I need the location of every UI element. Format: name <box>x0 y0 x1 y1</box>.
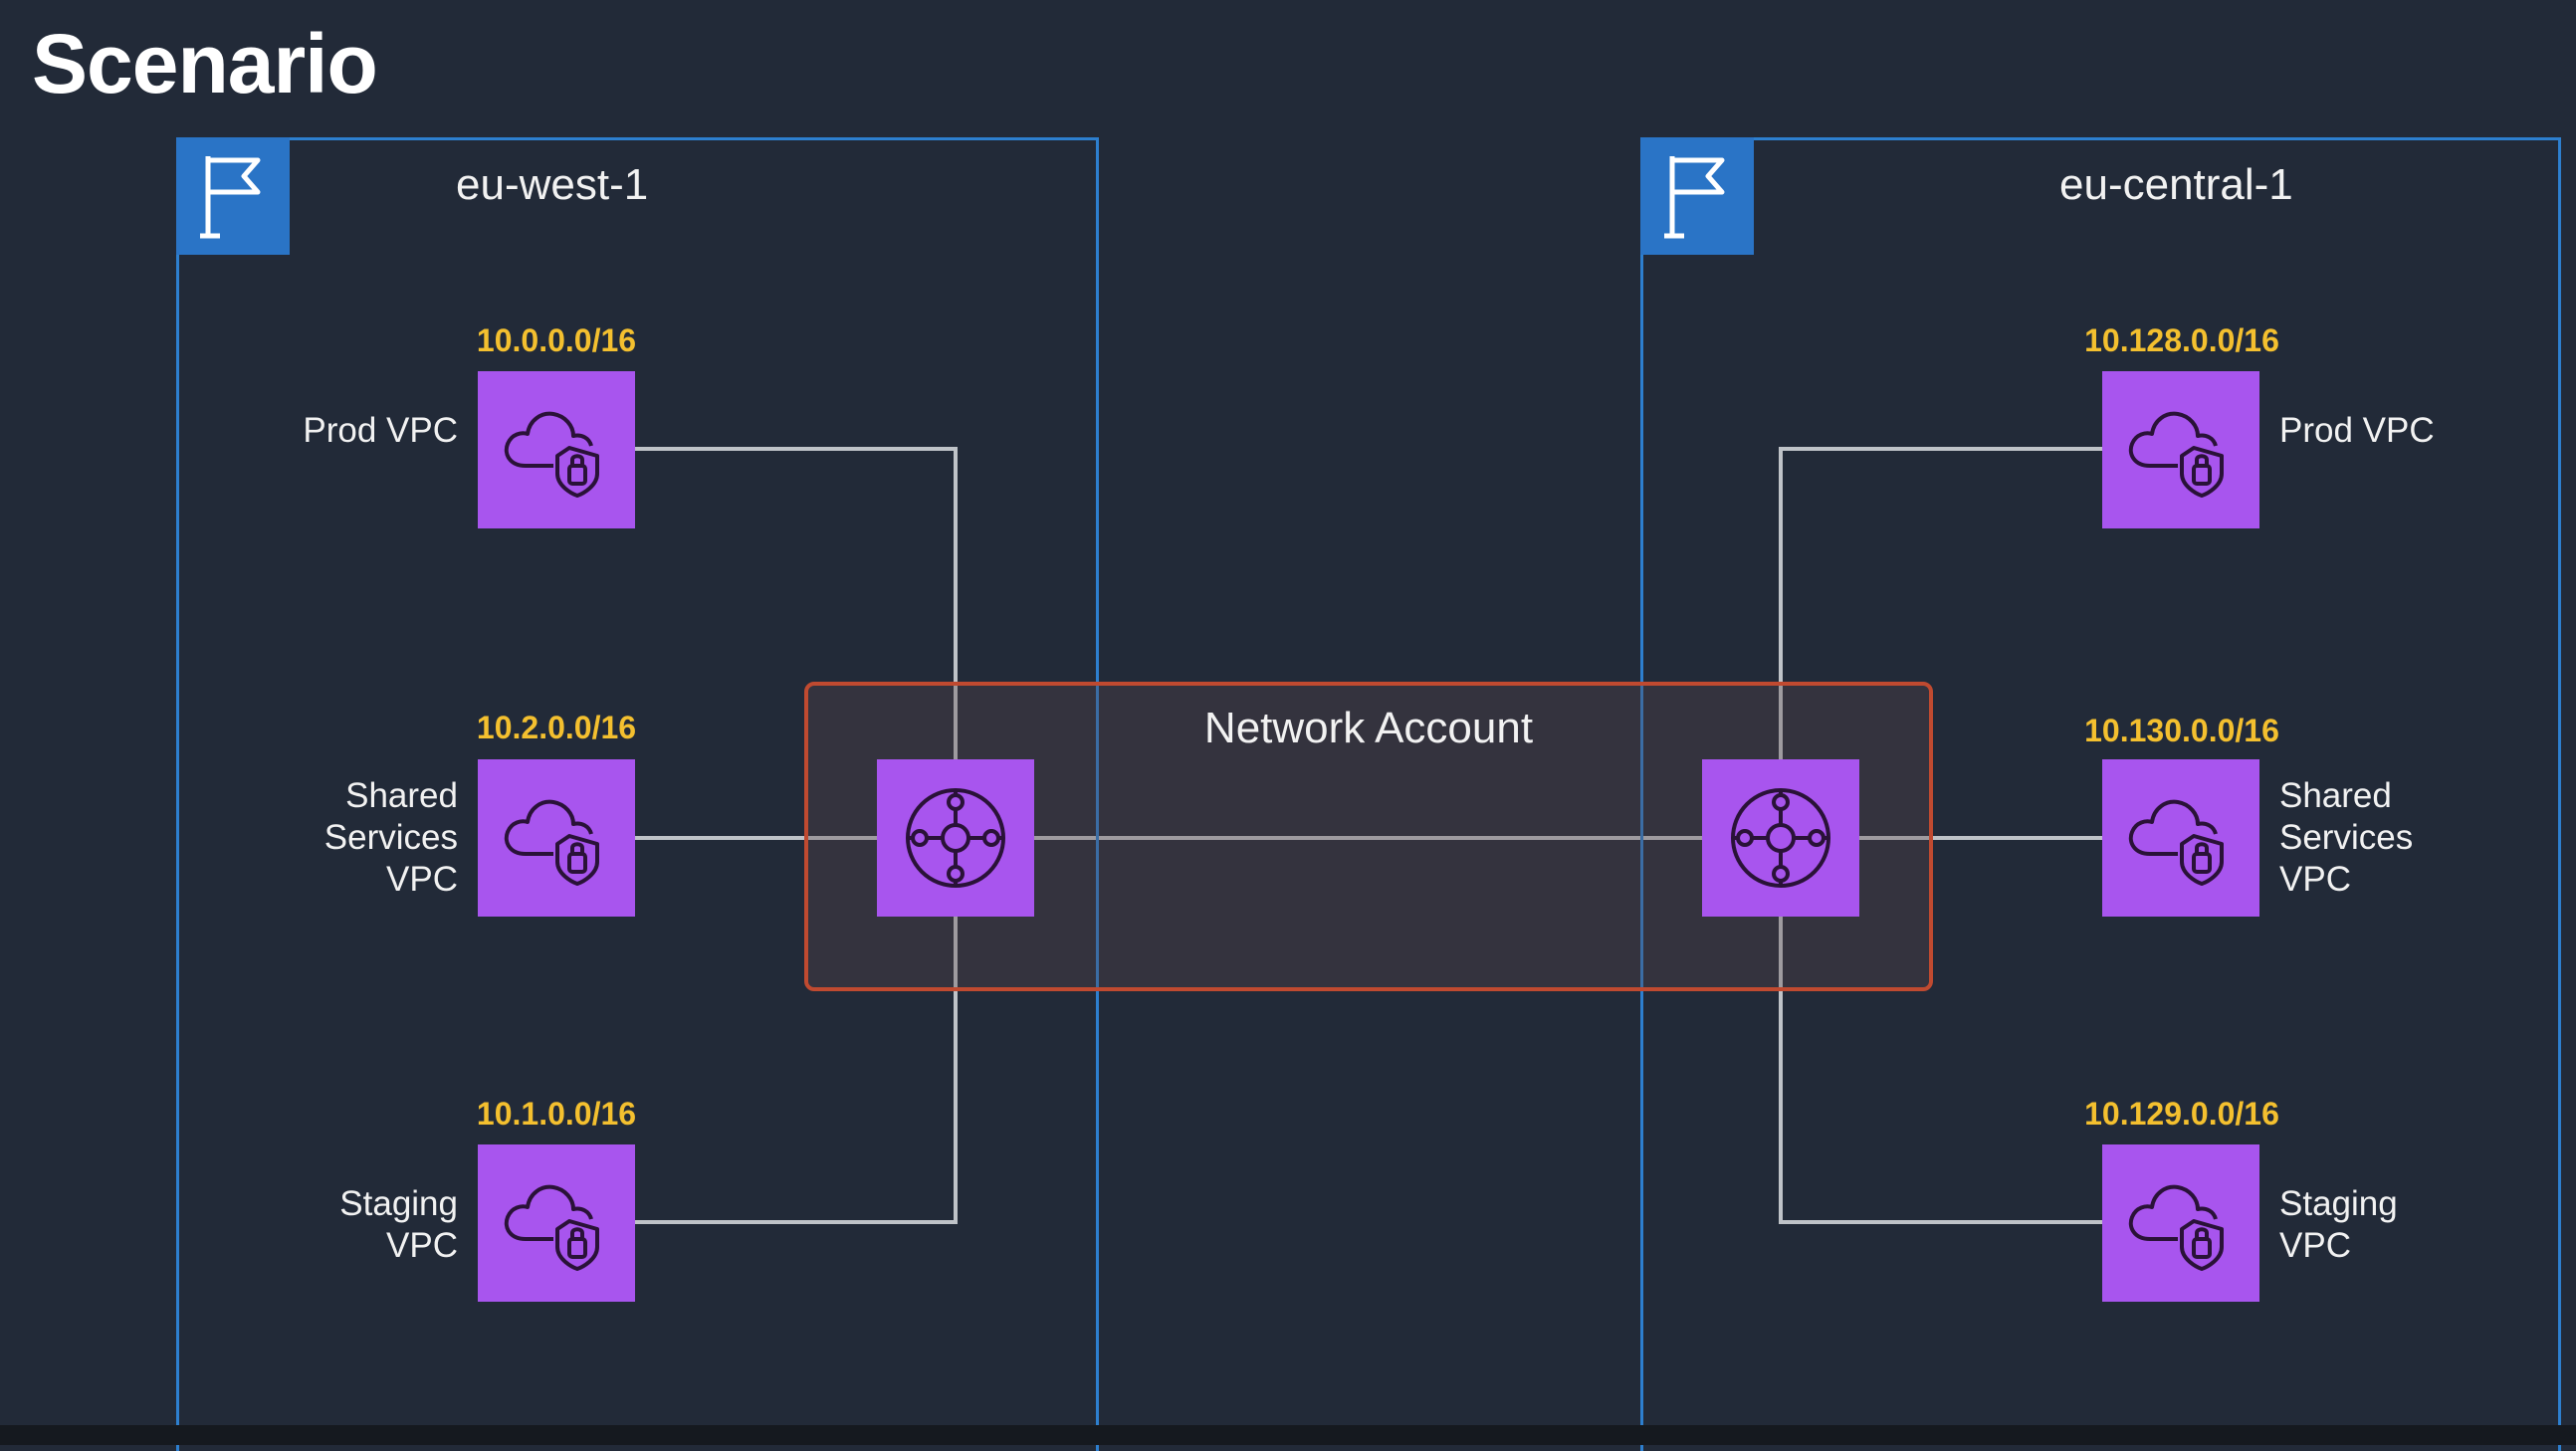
network-account-label: Network Account <box>1203 704 1534 752</box>
vpc-label: Prod VPC <box>303 411 458 450</box>
link-west-staging <box>635 917 958 1224</box>
region-label: eu-central-1 <box>2059 160 2293 209</box>
region-eu-central-1: eu-central-1 <box>1640 137 2561 1451</box>
vpc-cloud-shield-icon <box>478 759 635 917</box>
vpc-cidr: 10.128.0.0/16 <box>2084 322 2279 358</box>
link-central-prod <box>1779 447 2102 759</box>
vpc-cidr: 10.129.0.0/16 <box>2084 1096 2279 1132</box>
vpc-cloud-shield-icon <box>2102 1144 2259 1302</box>
flag-icon <box>176 137 290 255</box>
region-label: eu-west-1 <box>456 160 649 209</box>
vpc-cloud-shield-icon <box>478 371 635 528</box>
region-eu-west-1: eu-west-1 <box>176 137 1099 1451</box>
link-west-prod <box>635 447 958 759</box>
vpc-cidr: 10.0.0.0/16 <box>476 322 637 358</box>
vpc-cloud-shield-icon <box>2102 759 2259 917</box>
vpc-cloud-shield-icon <box>478 1144 635 1302</box>
flag-icon <box>1640 137 1754 255</box>
vpc-label: Prod VPC <box>2279 411 2435 450</box>
vpc-cidr: 10.130.0.0/16 <box>2084 713 2279 748</box>
vpc-label: Shared Services VPC <box>323 776 458 899</box>
vpc-cidr: 10.2.0.0/16 <box>476 710 637 745</box>
video-bottom-bar <box>0 1425 2576 1445</box>
link-central-staging <box>1779 917 2102 1224</box>
vpc-cidr: 10.1.0.0/16 <box>476 1096 637 1132</box>
transit-gateway-icon <box>1702 759 1859 917</box>
vpc-label: Staging VPC <box>339 1184 458 1265</box>
vpc-label: Shared Services VPC <box>2279 776 2414 899</box>
page-title: Scenario <box>32 17 378 110</box>
transit-gateway-icon <box>877 759 1034 917</box>
vpc-cloud-shield-icon <box>2102 371 2259 528</box>
vpc-label: Staging VPC <box>2279 1184 2398 1265</box>
